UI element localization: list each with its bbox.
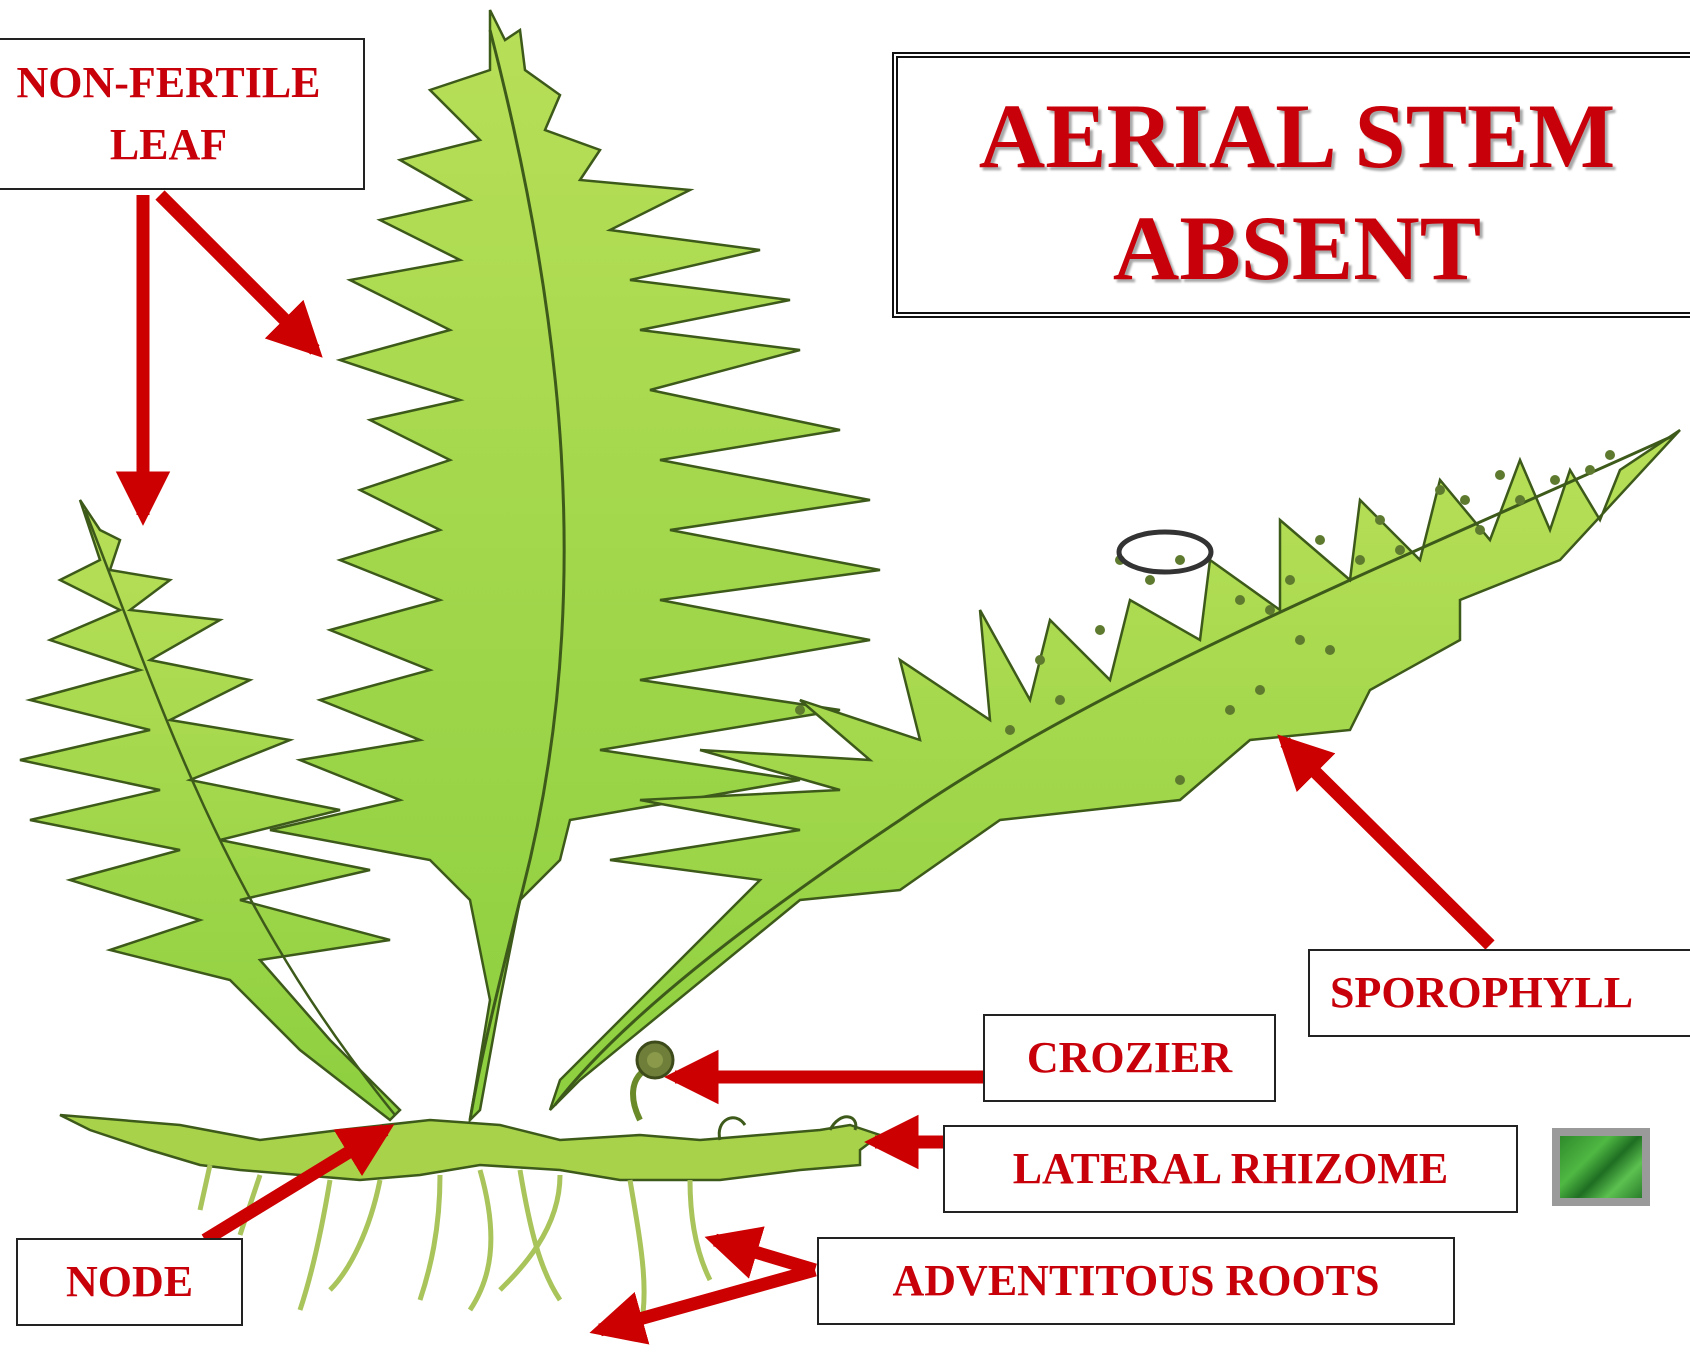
label-crozier: CROZIER [983, 1014, 1276, 1102]
label-crozier-text: CROZIER [985, 1016, 1274, 1100]
label-sporophyll: SPOROPHYLL [1308, 949, 1690, 1037]
label-node-text: NODE [18, 1240, 241, 1324]
crozier-coil [633, 1042, 673, 1120]
label-sporophyll-text: SPOROPHYLL [1330, 951, 1690, 1035]
label-adventitous-roots: ADVENTITOUS ROOTS [817, 1237, 1455, 1325]
label-node: NODE [16, 1238, 243, 1326]
title-line-1: AERIAL STEM [898, 86, 1690, 186]
label-lateral-rhizome-text: LATERAL RHIZOME [945, 1127, 1516, 1211]
label-non-fertile-leaf-line1: NON-FERTILE [0, 52, 363, 114]
title-box: AERIAL STEM ABSENT [892, 52, 1690, 318]
sorus-highlight-ring [1119, 532, 1211, 572]
label-non-fertile-leaf: NON-FERTILE LEAF [0, 38, 365, 190]
arrow-nonfertile-to-center-leaf [160, 195, 315, 350]
label-lateral-rhizome: LATERAL RHIZOME [943, 1125, 1518, 1213]
rhizome-body [60, 1115, 880, 1180]
left-frond [20, 500, 400, 1120]
left-frond-blade [20, 500, 400, 1120]
grass-thumbnail-image [1560, 1136, 1642, 1198]
arrow-roots-upper [715, 1240, 815, 1270]
grass-thumbnail-button[interactable] [1552, 1128, 1650, 1206]
rhizome [60, 1115, 880, 1180]
arrow-sporophyll [1285, 742, 1490, 945]
label-non-fertile-leaf-line2: LEAF [0, 114, 363, 176]
label-adventitous-roots-text: ADVENTITOUS ROOTS [819, 1239, 1453, 1323]
title-line-2: ABSENT [898, 198, 1690, 298]
